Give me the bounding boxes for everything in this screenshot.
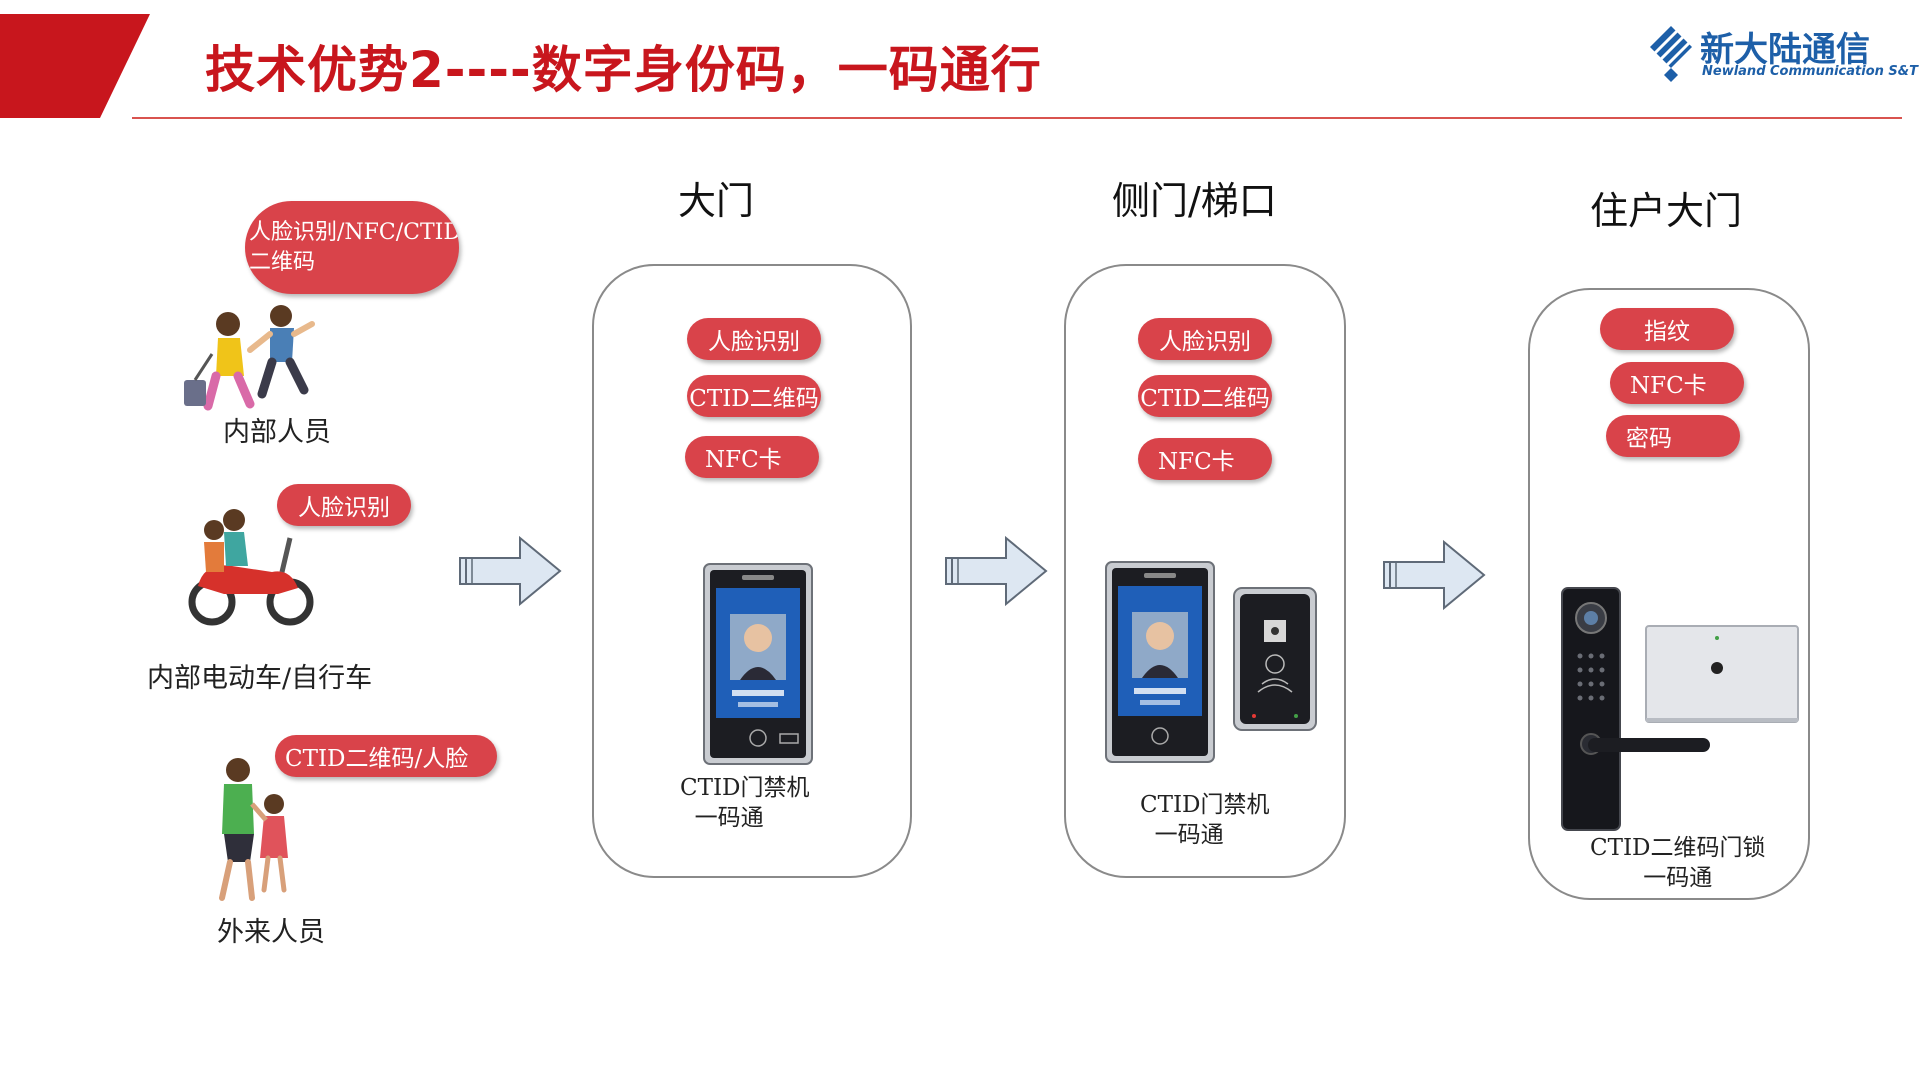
method-pill-text: 密码 [1626, 426, 1672, 452]
label-visitors: 外来人员 [217, 917, 325, 948]
method-pill-text: 指纹 [1644, 319, 1690, 345]
method-pill-text: NFC卡 [705, 447, 782, 473]
method-pill-text: CTID二维码 [689, 386, 819, 412]
method-pill-text: NFC卡 [1630, 373, 1707, 399]
method-pill: CTID二维码 [687, 375, 821, 417]
title-divider [132, 117, 1902, 119]
method-pill-text: CTID二维码 [1140, 386, 1270, 412]
stage-caption-main-gate: CTID门禁机 一码通 [680, 775, 810, 831]
stage-caption-home-door: CTID二维码门锁 一码通 [1590, 835, 1766, 891]
method-pill: 指纹 [1600, 308, 1734, 350]
method-pill-text: NFC卡 [1158, 449, 1235, 475]
method-pill: NFC卡 [1610, 362, 1744, 404]
label-internal-staff: 内部人员 [223, 417, 331, 448]
method-pill: NFC卡 [685, 436, 819, 478]
flow-arrow-icon [945, 535, 1048, 607]
flow-arrow-icon [459, 535, 562, 607]
traveler-people-icon [184, 305, 315, 411]
logo-subtitle: Newland Communication S&T [1702, 64, 1918, 79]
stage-heading-main-gate: 大门 [678, 179, 755, 223]
tag-visitors-text: CTID二维码/人脸 [285, 746, 469, 772]
method-pill-text: 人脸识别 [1159, 329, 1251, 355]
page-title: 技术优势2----数字身份码，一码通行 [205, 41, 1042, 99]
stage-caption-side-door: CTID门禁机 一码通 [1140, 792, 1270, 848]
method-pill-text: 人脸识别 [708, 329, 800, 355]
scooter-riders-icon [188, 509, 314, 626]
tag-visitors: CTID二维码/人脸 [275, 735, 497, 777]
method-pill: 人脸识别 [687, 318, 821, 360]
method-pill: CTID二维码 [1138, 375, 1272, 417]
face-terminal-and-card-reader-icon [1105, 561, 1317, 763]
tag-internal-vehicle-text: 人脸识别 [298, 495, 390, 521]
visitors-icon [219, 758, 288, 901]
title-corner-decoration [0, 14, 164, 118]
method-pill: NFC卡 [1138, 438, 1272, 480]
face-terminal-icon [703, 563, 813, 765]
stage-heading-side-door: 侧门/梯口 [1112, 179, 1277, 223]
label-internal-vehicle: 内部电动车/自行车 [147, 663, 373, 694]
logo-name: 新大陆通信 [1700, 30, 1870, 70]
newland-logo-icon [1650, 26, 1692, 82]
tag-internal-staff: 人脸识别/NFC/CTID 二维码 [245, 201, 459, 294]
stage-heading-home-door: 住户大门 [1590, 189, 1743, 233]
tag-internal-vehicle: 人脸识别 [277, 484, 411, 526]
smart-door-lock-icon [1561, 587, 1799, 831]
flow-arrow-icon [1383, 539, 1486, 611]
method-pill: 密码 [1606, 415, 1740, 457]
method-pill: 人脸识别 [1138, 318, 1272, 360]
tag-internal-staff-text: 人脸识别/NFC/CTID 二维码 [249, 219, 459, 275]
